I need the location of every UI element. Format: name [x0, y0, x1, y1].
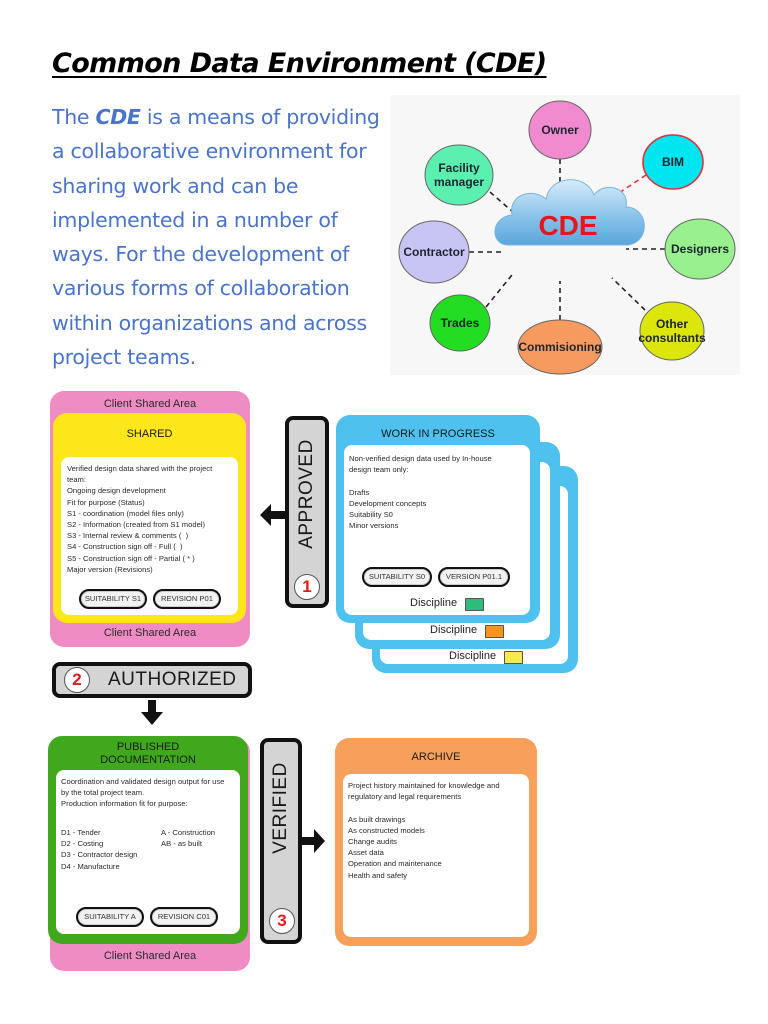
node-commisioning-label: Commisioning: [518, 340, 601, 354]
published-client-area: PUBLISHED DOCUMENTATION Coordination and…: [48, 736, 250, 971]
node-trades-circle: [429, 294, 491, 352]
intro-rest: is a means of providing a collaborative …: [52, 105, 380, 370]
suitability-a-pill: SUITABILITY A: [76, 907, 144, 927]
node-contractor: Contractor: [398, 220, 470, 284]
node-designers-circle: [664, 218, 736, 280]
discipline-label-2: Discipline: [430, 624, 478, 636]
version-p01-1-pill: VERSION P01.1: [438, 567, 510, 587]
node-commisioning: Commisioning: [517, 319, 603, 375]
authorized-arrow-icon: [141, 700, 163, 725]
step-1-badge: 1: [294, 574, 320, 600]
page-title: Common Data Environment (CDE): [52, 48, 547, 79]
published-content: Coordination and validated design output…: [56, 770, 240, 934]
node-contractor-circle: [398, 220, 470, 284]
cde-cloud: CDE: [494, 179, 645, 246]
approved-arrow-icon: [260, 504, 288, 526]
node-facility-manager-circle: [424, 144, 494, 206]
verified-status-bar: VERIFIED 3: [260, 738, 302, 944]
shared-content: Verified design data shared with the pro…: [61, 457, 238, 615]
client-shared-area-label: Client Shared Area: [103, 398, 197, 410]
node-other-consultants-label: consultants: [638, 331, 706, 345]
discipline-flag-yellow: [504, 651, 523, 664]
published-codes-left: D1 - Tender D2 - Costing D3 - Contractor…: [61, 828, 138, 871]
node-facility-manager-label: manager: [434, 175, 484, 189]
node-commisioning-circle: [517, 319, 603, 375]
published-title-line-2: DOCUMENTATION: [100, 754, 196, 766]
node-owner-circle: [528, 100, 592, 160]
authorized-status-bar: 2 AUTHORIZED: [52, 662, 252, 698]
node-trades-label: Trades: [441, 316, 480, 330]
discipline-label-1: Discipline: [410, 597, 458, 609]
step-2-badge: 2: [64, 667, 90, 693]
suitability-s1-pill: SUITABILITY S1: [79, 589, 147, 609]
approved-label: APPROVED: [296, 439, 317, 549]
node-trades: Trades: [429, 294, 491, 352]
revision-c01-pill: REVISION C01: [150, 907, 218, 927]
node-bim-label: BIM: [662, 155, 684, 169]
intro-emphasis: CDE: [95, 105, 141, 129]
revision-p01-pill: REVISION P01: [153, 589, 221, 609]
client-shared-area-label-published: Client Shared Area: [103, 950, 197, 962]
shared-box: SHARED Verified design data shared with …: [53, 413, 246, 623]
node-other-consultants-circle: [639, 301, 705, 361]
link-trades: [485, 274, 513, 308]
archive-content: Project history maintained for knowledge…: [343, 774, 529, 937]
suitability-s0-pill: SUITABILITY S0: [362, 567, 432, 587]
verified-arrow-icon: [302, 829, 325, 853]
published-codes-right: A - Construction AB - as built: [161, 828, 216, 849]
authorized-label: AUTHORIZED: [108, 669, 237, 690]
client-shared-area-label-bottom: Client Shared Area: [103, 627, 197, 639]
archive-title: ARCHIVE: [411, 751, 461, 763]
approved-status-bar: APPROVED 1: [285, 416, 329, 608]
node-other-consultants-label: Other: [656, 317, 688, 331]
node-contractor-label: Contractor: [403, 245, 465, 259]
discipline-flag-green: [465, 598, 484, 611]
wip-content: Non-verified design data used by In-hous…: [344, 445, 530, 615]
archive-description: Project history maintained for knowledge…: [348, 781, 500, 880]
published-description: Coordination and validated design output…: [61, 777, 225, 809]
discipline-label-3: Discipline: [449, 650, 497, 662]
wip-description: Non-verified design data used by In-hous…: [349, 454, 492, 531]
intro-paragraph: The CDE is a means of providing a collab…: [52, 100, 392, 374]
wip-title: WORK IN PROGRESS: [381, 428, 495, 440]
work-in-progress-box: WORK IN PROGRESS Non-verified design dat…: [336, 415, 540, 623]
discipline-flag-orange: [485, 625, 504, 638]
node-owner-label: Owner: [541, 123, 579, 137]
intro-prefix: The: [52, 105, 96, 129]
step-3-badge: 3: [269, 908, 295, 934]
shared-client-area: Client Shared Area SHARED Verified desig…: [50, 391, 250, 647]
node-bim-circle: [642, 134, 704, 190]
link-facility-manager: [489, 191, 523, 221]
verified-label: VERIFIED: [270, 762, 291, 854]
node-bim: BIM: [642, 134, 704, 190]
shared-description: Verified design data shared with the pro…: [67, 464, 213, 574]
cde-center-label: CDE: [538, 210, 597, 241]
node-facility-manager-label: Facility: [438, 161, 480, 175]
archive-box: ARCHIVE Project history maintained for k…: [335, 738, 537, 946]
shared-title: SHARED: [126, 428, 173, 440]
published-title-line-1: PUBLISHED: [116, 741, 180, 753]
link-other-consultants: [611, 277, 646, 311]
node-owner: Owner: [528, 100, 592, 160]
node-designers-label: Designers: [671, 242, 729, 256]
node-designers: Designers: [664, 218, 736, 280]
published-documentation-box: PUBLISHED DOCUMENTATION Coordination and…: [48, 736, 248, 944]
